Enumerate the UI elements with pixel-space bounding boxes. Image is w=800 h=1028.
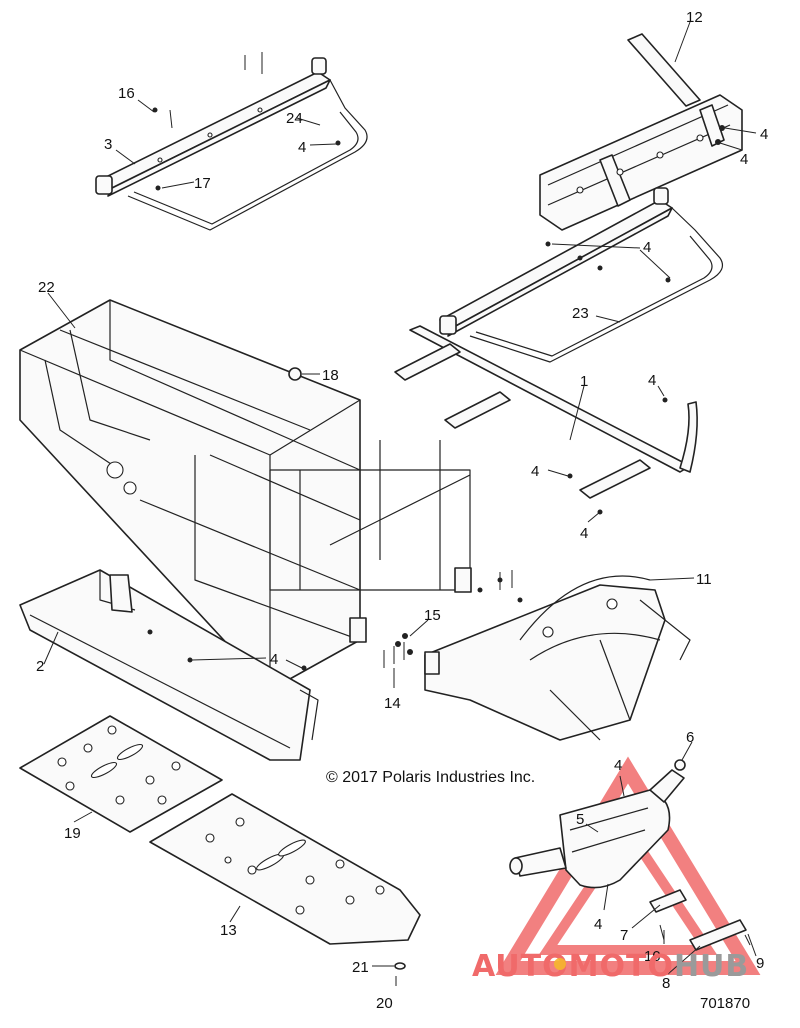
part-5-bumper	[509, 759, 686, 889]
callout-13: 13	[220, 922, 237, 939]
callout-6: 6	[686, 729, 694, 746]
part-3-bed-frame	[95, 52, 368, 231]
callout-14: 14	[384, 695, 401, 712]
copyright-notice: © 2017 Polaris Industries Inc.	[326, 769, 535, 786]
callout-15: 15	[424, 607, 441, 624]
callout-12: 12	[686, 9, 703, 26]
watermark-text: AUTOMOTOHUB	[472, 949, 749, 984]
callout-4-j: 4	[594, 916, 602, 933]
callout-4-b: 4	[760, 126, 768, 143]
part-1-rail	[394, 325, 698, 515]
watermark-triangle-inner	[538, 820, 718, 955]
watermark-text-gray: HUB	[674, 949, 749, 984]
watermark-dot-icon	[554, 958, 566, 970]
part-22-main-frame	[19, 299, 472, 691]
callout-4-a: 4	[298, 139, 306, 156]
callout-labels: 1 2 3 4 4 4 4 4 4 4 4 4 4 5 6 7 8 9 10 1…	[36, 9, 768, 1012]
callout-23: 23	[572, 305, 589, 322]
callout-22: 22	[38, 279, 55, 296]
part-11-front-frame	[424, 570, 691, 741]
callout-4-g: 4	[580, 525, 588, 542]
callout-4-c: 4	[740, 151, 748, 168]
callout-16: 16	[118, 85, 135, 102]
part-14-15-bolts	[383, 633, 413, 668]
callout-11: 11	[696, 571, 712, 588]
callout-4-e: 4	[648, 372, 656, 389]
svg-text:AUTOMOTOHUB: AUTOMOTOHUB	[472, 949, 749, 984]
callout-4-h: 4	[270, 651, 278, 668]
callout-8: 8	[662, 975, 670, 992]
callout-2: 2	[36, 658, 44, 675]
callout-21: 21	[352, 959, 369, 976]
callout-4-d: 4	[643, 239, 651, 256]
callout-3: 3	[104, 136, 112, 153]
callout-5: 5	[576, 811, 584, 828]
callout-24: 24	[286, 110, 303, 127]
callout-18: 18	[322, 367, 339, 384]
part-20-21-hardware	[394, 962, 406, 986]
watermark-text-red: AUTOMOTO	[472, 949, 674, 984]
part-23-bed-frame	[439, 187, 723, 363]
part-13-skid-plate	[149, 793, 421, 945]
part-2-lower-frame	[19, 569, 319, 761]
callout-10: 10	[644, 948, 661, 965]
part-19-skid-plate	[19, 715, 223, 833]
callout-17: 17	[194, 175, 211, 192]
callout-20: 20	[376, 995, 393, 1012]
leader-lines	[43, 21, 757, 975]
callout-19: 19	[64, 825, 81, 842]
callout-4-i: 4	[614, 757, 622, 774]
callout-1: 1	[580, 373, 588, 390]
part-12-rear-bracket	[539, 33, 743, 231]
callout-9: 9	[756, 955, 764, 972]
callout-7: 7	[620, 927, 628, 944]
document-number: 701870	[700, 995, 750, 1012]
part-7-8-10-brackets	[649, 889, 751, 951]
callout-4-f: 4	[531, 463, 539, 480]
